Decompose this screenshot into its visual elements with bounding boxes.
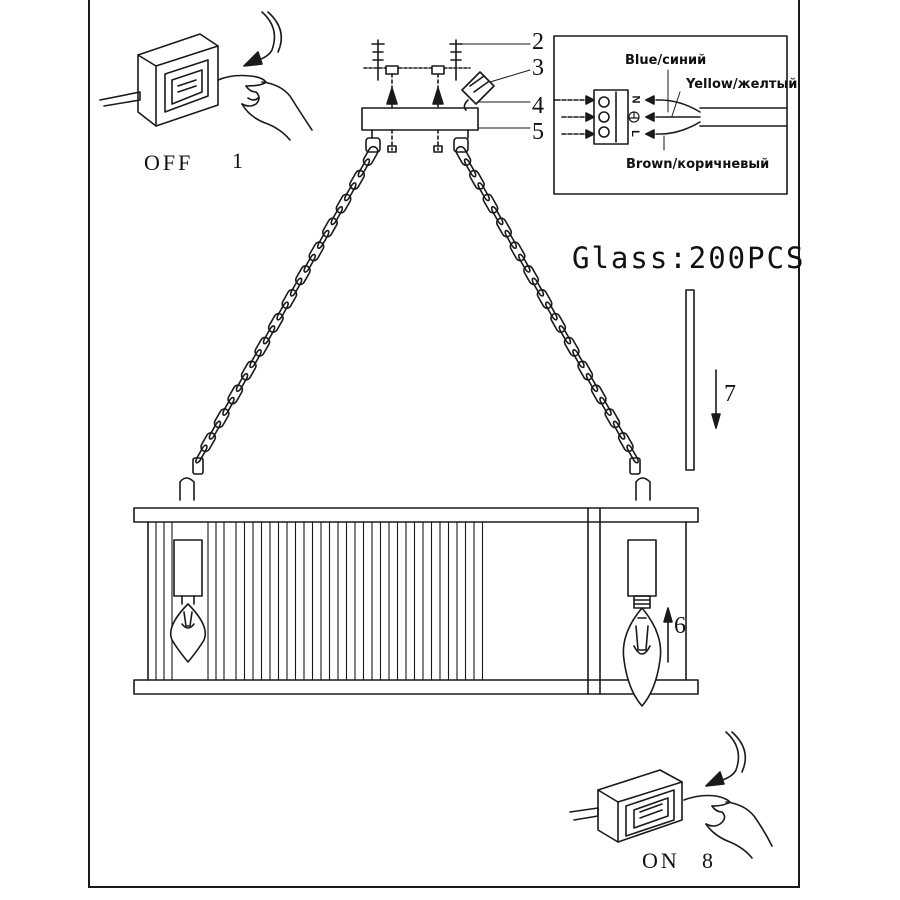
right-bulb-holder bbox=[627, 539, 657, 609]
chain-link bbox=[321, 217, 339, 238]
candle-bulb-icon bbox=[169, 603, 207, 663]
chain-link bbox=[308, 241, 325, 262]
chain-link bbox=[626, 444, 639, 464]
chain-link bbox=[316, 229, 330, 250]
glass-rods bbox=[155, 521, 484, 681]
chain-link bbox=[463, 158, 477, 178]
chain-link bbox=[455, 145, 472, 167]
chain-link bbox=[303, 253, 317, 273]
glass-count-note: Glass:200PCS bbox=[572, 241, 806, 275]
chain-link bbox=[504, 229, 518, 250]
fixture-frame bbox=[133, 507, 699, 695]
chain-link bbox=[208, 420, 222, 440]
chain-link bbox=[482, 193, 499, 214]
mounting-screws bbox=[363, 39, 471, 153]
step-number-3: 3 bbox=[532, 55, 544, 81]
chain-link bbox=[330, 205, 344, 226]
connector-block-small bbox=[461, 71, 495, 111]
curved-arrow-icon bbox=[243, 11, 283, 67]
chain-link bbox=[572, 349, 585, 369]
terminal-n-label: N bbox=[629, 95, 642, 104]
earth-symbol-icon bbox=[628, 111, 640, 123]
chain-link bbox=[195, 444, 208, 464]
chain-link bbox=[267, 312, 284, 333]
curved-arrow-icon bbox=[705, 731, 747, 787]
step-number-6: 6 bbox=[674, 613, 686, 639]
wall-switch-on-icon bbox=[569, 769, 683, 843]
step-number-1: 1 bbox=[232, 148, 246, 173]
chain-link bbox=[235, 372, 249, 393]
chain-link bbox=[617, 432, 634, 453]
step-number-5: 5 bbox=[532, 119, 544, 145]
step-number-2: 2 bbox=[532, 29, 544, 55]
wire-label-yellow: Yellow/желтый bbox=[686, 77, 798, 92]
chain-link bbox=[490, 205, 504, 226]
chain-link bbox=[590, 384, 607, 405]
step-number-4: 4 bbox=[532, 93, 544, 119]
hand-icon bbox=[683, 794, 773, 859]
chain-link bbox=[531, 277, 545, 297]
off-label: OFF bbox=[144, 150, 194, 175]
hand-icon bbox=[217, 74, 313, 141]
arrow-down-7 bbox=[711, 369, 721, 429]
chain-link bbox=[536, 288, 553, 310]
chain-link bbox=[262, 325, 276, 345]
chain-link bbox=[612, 420, 626, 440]
on-label: ON bbox=[642, 848, 680, 873]
chain-link bbox=[222, 396, 235, 416]
single-glass-rod bbox=[685, 289, 695, 471]
chain-link bbox=[281, 288, 298, 310]
chain-link bbox=[558, 325, 572, 345]
chain-link bbox=[200, 432, 217, 453]
chain-link bbox=[335, 193, 352, 214]
chain-link bbox=[357, 158, 371, 178]
wire-label-blue: Blue/синий bbox=[625, 53, 707, 68]
chain-link bbox=[249, 349, 262, 369]
right-chain bbox=[455, 145, 639, 464]
arrow-up-6 bbox=[663, 607, 673, 663]
chain-link bbox=[362, 145, 379, 167]
chain-link bbox=[495, 217, 513, 238]
chain-link bbox=[289, 277, 303, 297]
chain-hooks bbox=[179, 137, 651, 501]
chain-link bbox=[563, 336, 580, 357]
leader-lines bbox=[461, 43, 531, 129]
chain-link bbox=[276, 301, 289, 321]
chain-link bbox=[227, 384, 244, 405]
step-number-7: 7 bbox=[724, 381, 736, 407]
chain-link bbox=[468, 169, 485, 190]
chain-link bbox=[349, 169, 366, 190]
left-chain bbox=[195, 145, 379, 464]
chain-link bbox=[213, 408, 230, 429]
diagram-frame bbox=[88, 0, 800, 888]
wiring-inset bbox=[553, 35, 788, 195]
step-number-8: 8 bbox=[702, 848, 716, 873]
chain-link bbox=[577, 360, 594, 381]
terminal-l-label: L bbox=[628, 130, 641, 137]
chain-link bbox=[545, 301, 558, 321]
chain-link bbox=[240, 360, 257, 381]
candle-bulb-icon bbox=[622, 607, 662, 707]
left-bulb-holder bbox=[173, 539, 203, 605]
chain-link bbox=[254, 336, 271, 357]
chain-link bbox=[294, 265, 311, 286]
chain-link bbox=[343, 182, 357, 202]
chain-link bbox=[509, 241, 526, 262]
chain-link bbox=[585, 372, 599, 393]
chain-link bbox=[550, 312, 567, 333]
chain-link bbox=[477, 182, 491, 202]
chain-link bbox=[523, 265, 540, 286]
wall-switch-off-icon bbox=[99, 33, 219, 127]
wire-label-brown: Brown/коричневый bbox=[626, 157, 770, 172]
ceiling-canopy bbox=[361, 107, 479, 139]
chain-link bbox=[604, 408, 621, 429]
chain-link bbox=[599, 396, 612, 416]
chain-link bbox=[517, 253, 531, 273]
